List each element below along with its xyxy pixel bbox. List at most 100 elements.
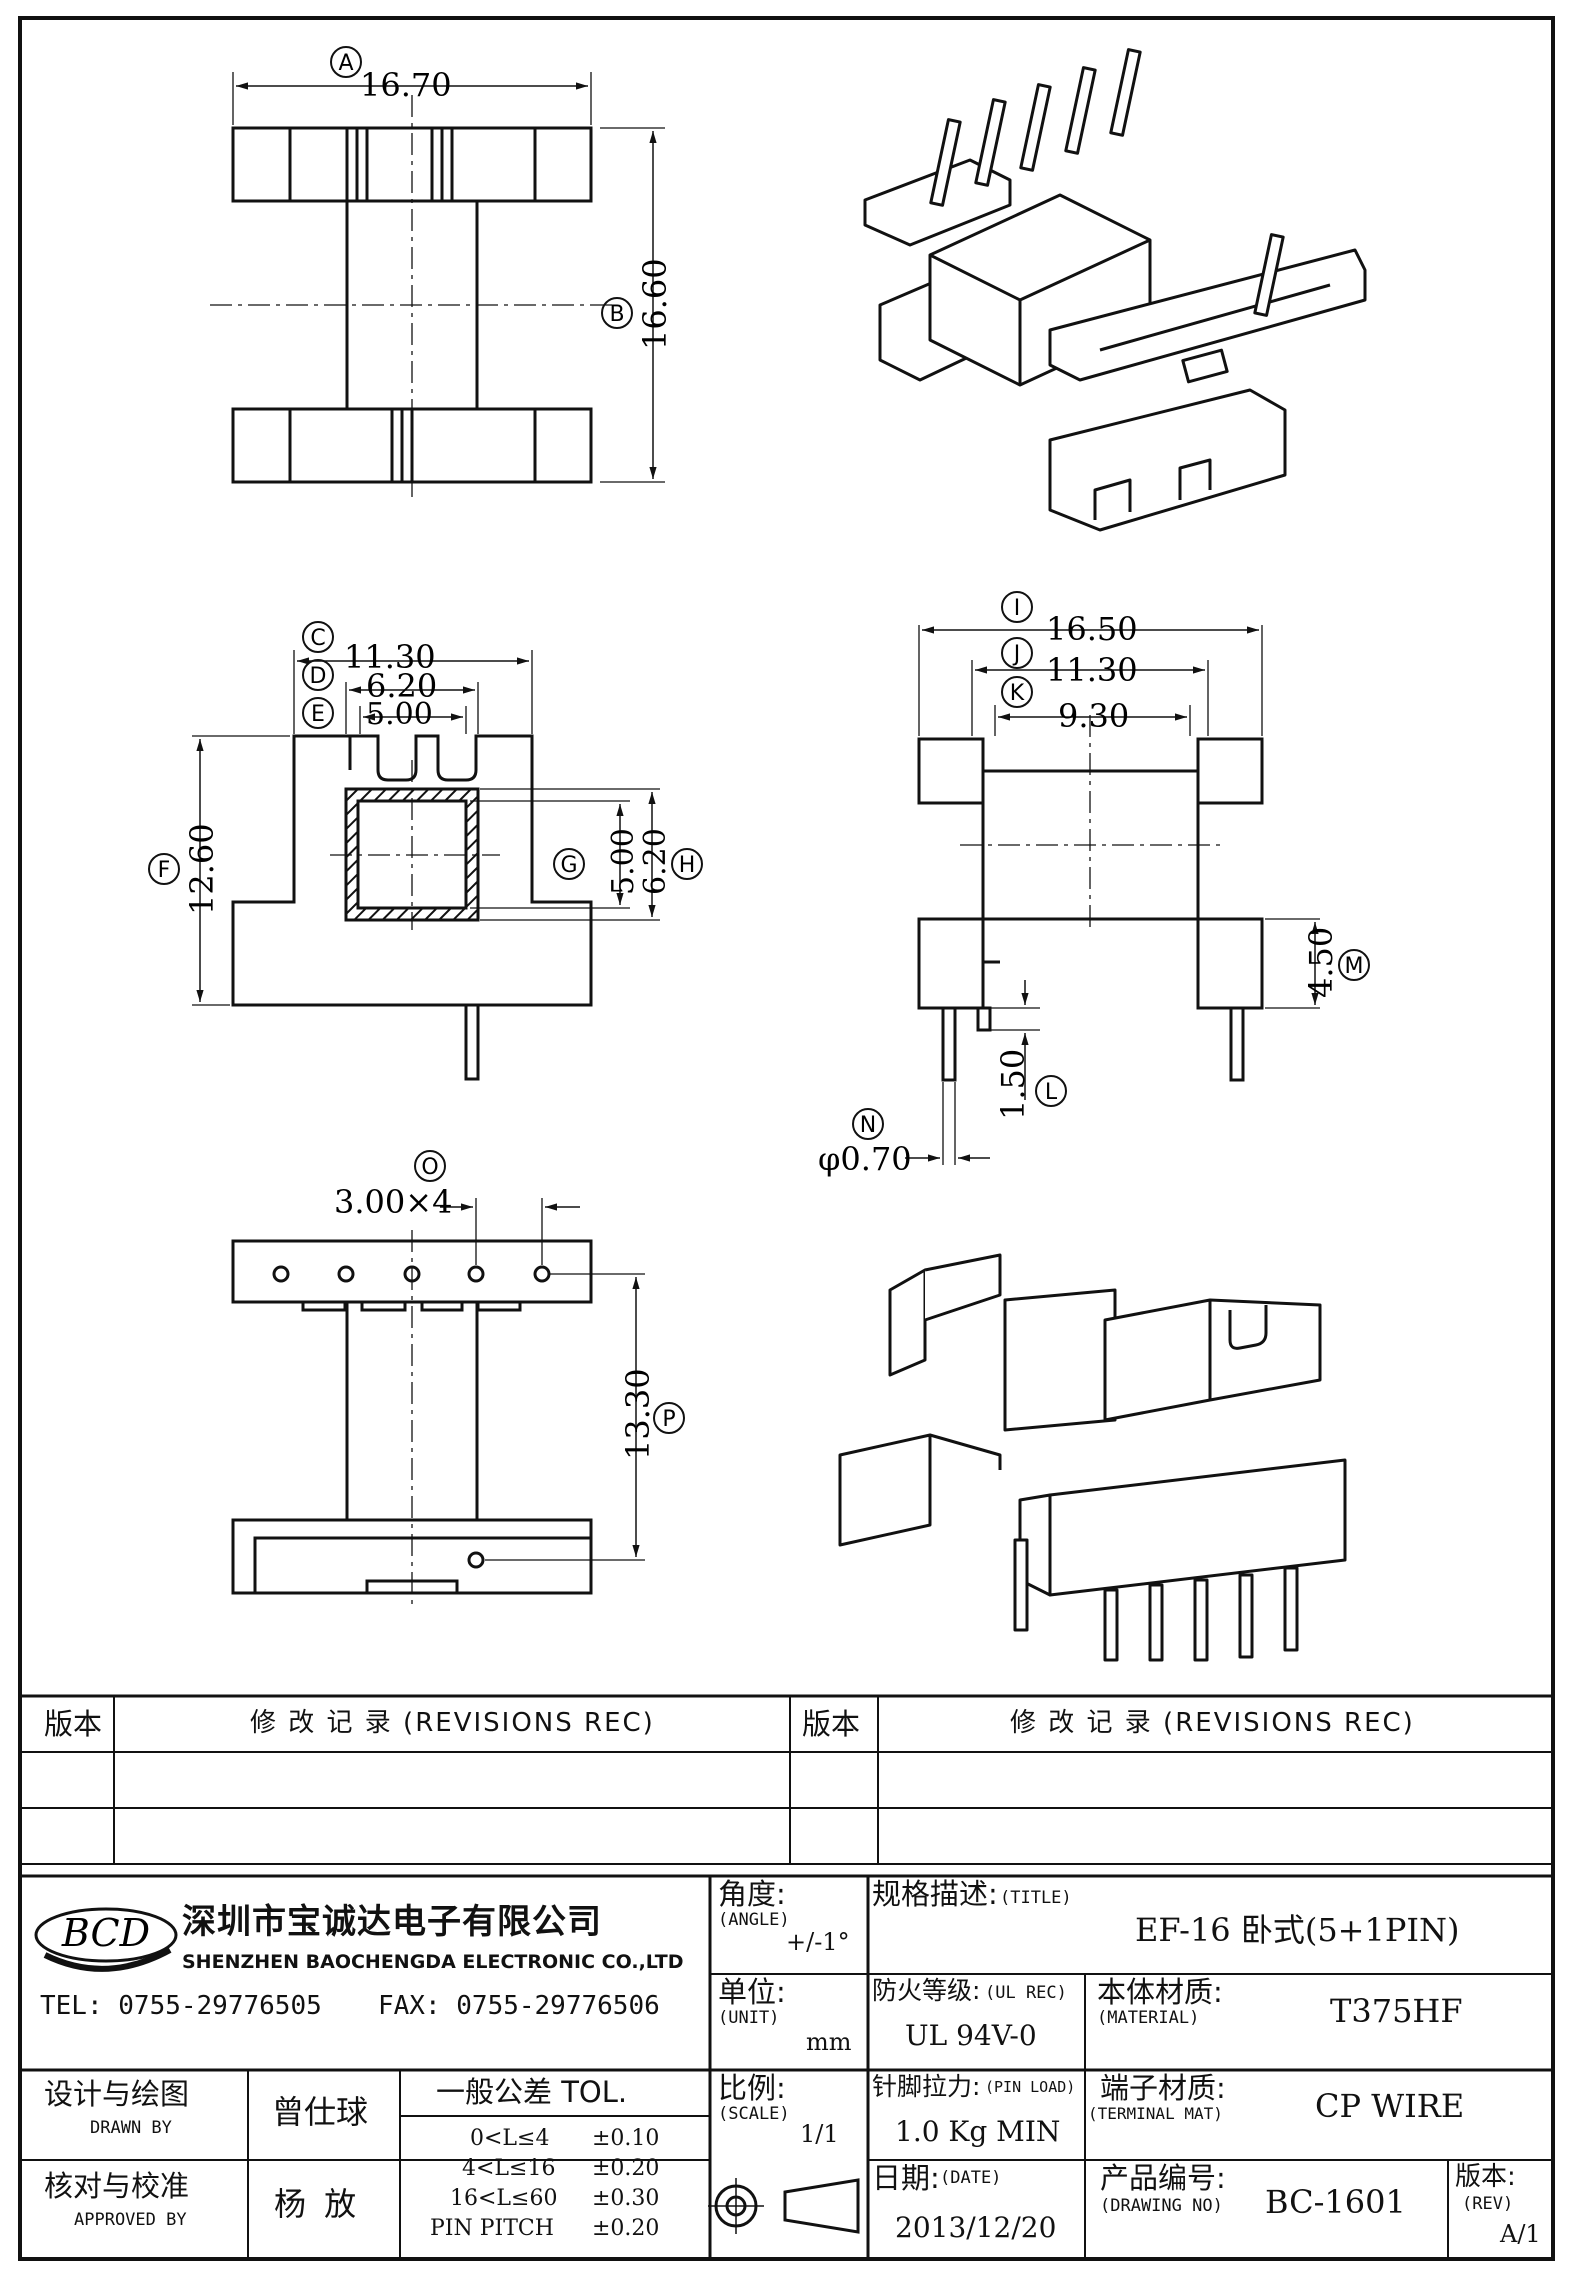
rev-value: A/1: [1500, 2220, 1541, 2248]
angle-label-en: (ANGLE): [718, 1910, 790, 1930]
revision-table: [20, 1694, 1553, 1865]
top-view-labels: A 16.70 B 16.60: [330, 46, 674, 350]
tolerance-value: ±0.20: [592, 2216, 660, 2241]
company-name-cn: 深圳市宝诚达电子有限公司: [182, 1902, 602, 1942]
angle-label: 角度:: [718, 1877, 786, 1911]
dim-letter-D: D: [310, 664, 327, 689]
tolerance-range: PIN PITCH: [430, 2216, 554, 2241]
dim-letter-H: H: [679, 853, 696, 878]
unit-value: mm: [806, 2028, 852, 2056]
approved-label: 核对与校准: [44, 2169, 190, 2203]
dim-value-H: 6.20: [638, 828, 673, 895]
dim-letter-G: G: [560, 853, 577, 878]
dim-value-G: 5.00: [606, 828, 641, 895]
unit-label: 单位:: [718, 1975, 786, 2009]
drawn-label: 设计与绘图: [44, 2077, 190, 2111]
dim-letter-F: F: [158, 858, 171, 883]
company-tel: TEL: 0755-29776505: [40, 1991, 322, 2021]
side-view: [905, 625, 1320, 1165]
projection-symbol-icon: [708, 2178, 860, 2234]
company-logo: BCD: [34, 1907, 178, 1972]
dim-value-I: 16.50: [1046, 610, 1138, 648]
title-label: 规格描述:: [872, 1877, 998, 1911]
drawing-no-value: BC-1601: [1265, 2183, 1406, 2221]
dim-value-E: 5.00: [366, 697, 433, 732]
drawn-label-en: DRAWN BY: [90, 2118, 172, 2138]
ul-value: UL 94V-0: [905, 2019, 1037, 2052]
company-fax: FAX: 0755-29776506: [378, 1991, 660, 2021]
material-value: T375HF: [1330, 1992, 1463, 2030]
drawn-value: 曾仕球: [272, 2093, 369, 2131]
dim-value-P: 13.30: [619, 1368, 657, 1460]
dim-value-C: 11.30: [344, 638, 436, 676]
dim-letter-L: L: [1045, 1080, 1058, 1105]
dim-letter-K: K: [1010, 681, 1025, 706]
sheet-border: [18, 16, 1555, 2261]
rev-label-en: (REV): [1462, 2194, 1514, 2214]
bottom-view: [231, 1198, 645, 1610]
pinload-label: 针脚拉力:: [872, 2072, 981, 2101]
material-label-en: (MATERIAL): [1097, 2008, 1200, 2028]
dim-letter-M: M: [1345, 954, 1364, 979]
material-label: 本体材质:: [1097, 1975, 1223, 2009]
dim-letter-P: P: [662, 1407, 675, 1432]
rev-col-version-left: 版本: [44, 1707, 103, 1741]
title-value: EF-16 卧式(5+1PIN): [1135, 1911, 1460, 1949]
isometric-view-top: [863, 48, 1367, 532]
dim-letter-N: N: [860, 1113, 876, 1138]
dim-value-B: 16.60: [636, 258, 674, 350]
rev-col-record-left: 修 改 记 录 (REVISIONS REC): [250, 1708, 655, 1738]
tolerance-range: 16<L≤60: [450, 2186, 558, 2211]
terminal-value: CP WIRE: [1315, 2087, 1465, 2125]
dim-letter-E: E: [311, 702, 325, 727]
dim-letter-I: I: [1014, 596, 1021, 621]
dim-value-J: 11.30: [1046, 651, 1138, 689]
dim-value-O: 3.00×4: [334, 1183, 452, 1221]
terminal-label: 端子材质:: [1100, 2071, 1226, 2105]
date-value: 2013/12/20: [895, 2211, 1057, 2244]
scale-label: 比例:: [718, 2071, 786, 2105]
dim-letter-A: A: [338, 51, 353, 76]
front-view: [192, 650, 660, 1081]
tolerance-title: 一般公差 TOL.: [436, 2075, 628, 2109]
dim-letter-J: J: [1012, 642, 1021, 667]
top-view: [210, 72, 665, 500]
isometric-view-bottom: [838, 1253, 1347, 1662]
title-block-grid: [20, 1874, 1553, 2259]
dim-letter-B: B: [609, 302, 624, 327]
company-name-en: SHENZHEN BAOCHENGDA ELECTRONIC CO.,LTD: [182, 1951, 684, 1973]
rev-col-record-right: 修 改 记 录 (REVISIONS REC): [1010, 1708, 1415, 1738]
pinload-label-en: (PIN LOAD): [985, 2078, 1076, 2096]
tolerance-range: 4<L≤16: [462, 2156, 556, 2181]
rev-label: 版本:: [1455, 2162, 1516, 2192]
tolerance-value: ±0.10: [592, 2126, 660, 2151]
date-label: 日期:: [872, 2161, 940, 2195]
dim-value-M: 4.50: [1302, 927, 1340, 998]
dim-letter-O: O: [421, 1155, 438, 1180]
tolerance-range: 0<L≤4: [470, 2126, 550, 2151]
bottom-view-labels: O 3.00×4 P 13.30: [334, 1150, 685, 1460]
drawing-no-label-en: (DRAWING NO): [1100, 2196, 1223, 2216]
dim-letter-C: C: [310, 626, 325, 651]
terminal-label-en: (TERMINAL MAT): [1088, 2104, 1223, 2123]
front-view-labels: C 11.30 D 6.20 E 5.00 F 12.60 G 5.00 6.2…: [148, 621, 703, 915]
logo-text: BCD: [61, 1911, 150, 1955]
ul-label-en: (UL REC): [985, 1983, 1067, 2003]
side-view-labels: I 16.50 J 11.30 K 9.30 M 4.50 L 1.50 N φ…: [818, 591, 1370, 1178]
ul-label: 防火等级:: [872, 1976, 981, 2005]
dim-value-D: 6.20: [366, 667, 437, 705]
tolerance-value: ±0.20: [592, 2156, 660, 2181]
scale-value: 1/1: [800, 2120, 839, 2148]
dim-value-L: 1.50: [994, 1049, 1032, 1120]
unit-label-en: (UNIT): [718, 2008, 780, 2028]
title-label-en: (TITLE): [1000, 1888, 1072, 1908]
pinload-value: 1.0 Kg MIN: [895, 2115, 1061, 2148]
dim-value-A: 16.70: [360, 66, 452, 104]
dim-value-N: φ0.70: [818, 1140, 912, 1178]
dim-value-K: 9.30: [1058, 697, 1129, 735]
approved-value: 杨 放: [274, 2185, 361, 2223]
date-label-en: (DATE): [940, 2168, 1002, 2188]
tolerance-value: ±0.30: [592, 2186, 660, 2211]
scale-label-en: (SCALE): [718, 2104, 790, 2124]
